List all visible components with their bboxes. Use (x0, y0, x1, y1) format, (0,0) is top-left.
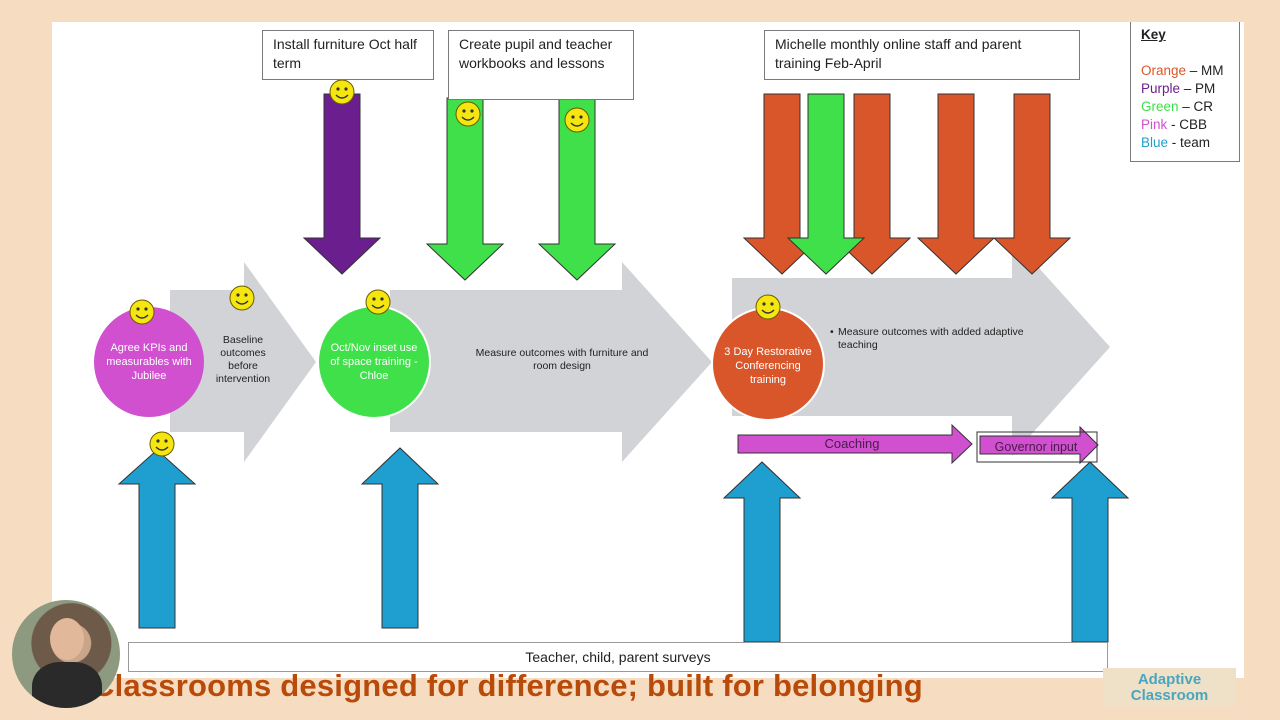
blue-up-arrow-4 (1052, 462, 1128, 642)
orange-down-arrow-4 (918, 94, 994, 274)
key-title: Key (1141, 26, 1229, 44)
furniture-box: Install furniture Oct half term (262, 30, 434, 80)
restorative-circle-label: 3 Day Restorative Conferencing training (722, 328, 814, 404)
brand-line-2: Classroom (1103, 688, 1236, 704)
key-item-blue: Blue - team (1141, 134, 1229, 152)
smiley-icon (330, 80, 354, 104)
presenter-body (32, 662, 102, 708)
coaching-label: Coaching (782, 436, 922, 451)
blue-up-arrow-2 (362, 448, 438, 628)
orange-down-arrow-5 (994, 94, 1070, 274)
bullet-icon: • (830, 326, 834, 339)
smiley-icon (366, 290, 390, 314)
smiley-icon (565, 108, 589, 132)
measure-furniture-label: Measure outcomes with furniture and room… (472, 347, 652, 373)
key-item-green: Green – CR (1141, 98, 1229, 116)
governor-label: Governor input (980, 440, 1092, 454)
michelle-box: Michelle monthly online staff and parent… (764, 30, 1080, 80)
key-item-pink: Pink - CBB (1141, 116, 1229, 134)
key-item-purple: Purple – PM (1141, 80, 1229, 98)
key-legend: Key Orange – MM Purple – PM Green – CR P… (1130, 22, 1240, 162)
smiley-icon (756, 295, 780, 319)
smiley-icon (230, 286, 254, 310)
blue-up-arrow-3 (724, 462, 800, 642)
inset-circle-label: Oct/Nov inset use of space training - Ch… (330, 324, 418, 400)
brand-line-1: Adaptive (1103, 672, 1236, 688)
smiley-icon (456, 102, 480, 126)
smiley-icon (130, 300, 154, 324)
surveys-label: Teacher, child, parent surveys (525, 649, 710, 665)
kpis-circle-label: Agree KPIs and measurables with Jubilee (102, 322, 196, 402)
blue-up-arrow-1 (119, 450, 195, 628)
baseline-label: Baseline outcomes before intervention (208, 334, 278, 386)
presenter-face (50, 618, 84, 660)
presenter-webcam (12, 600, 120, 708)
slide: Install furniture Oct half term Create p… (52, 22, 1244, 678)
tagline: Classrooms designed for difference; buil… (92, 668, 923, 704)
measure-adaptive-label: • Measure outcomes with added adaptive t… (830, 326, 1058, 352)
brand-logo: Adaptive Classroom (1103, 668, 1236, 706)
purple-down-arrow (304, 94, 380, 274)
key-item-orange: Orange – MM (1141, 62, 1229, 80)
smiley-icon (150, 432, 174, 456)
workbooks-box: Create pupil and teacher workbooks and l… (448, 30, 634, 100)
